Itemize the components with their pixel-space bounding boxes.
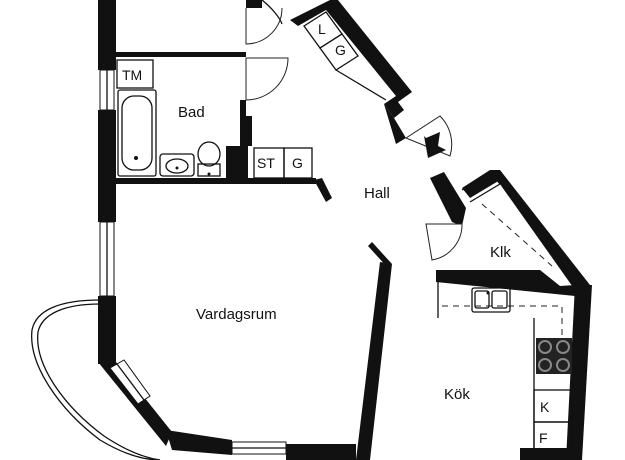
fixture-label-st: ST [257,155,275,171]
kitchen-fixtures [437,282,573,460]
fixture-label-k: K [540,399,550,415]
room-label-kok: Kök [444,386,470,403]
entrance-arrow-icon [424,132,446,158]
walls [98,0,592,460]
bathroom-fixtures [116,59,221,177]
room-label-vardagsrum: Vardagsrum [196,306,277,323]
hall-closets [253,11,387,179]
room-label-klk: Klk [490,244,511,261]
fixture-label-tm: TM [122,67,142,83]
doors [245,0,463,261]
room-label-bad: Bad [178,104,205,121]
room-label-hall: Hall [364,185,390,202]
windows [99,69,287,455]
fixture-label-l: L [318,21,326,37]
fixture-label-g-hall: G [292,155,303,171]
balcony [31,299,161,460]
fixture-label-g-top: G [335,42,346,58]
fixture-label-f: F [539,430,548,446]
closet-shelves [461,171,553,267]
